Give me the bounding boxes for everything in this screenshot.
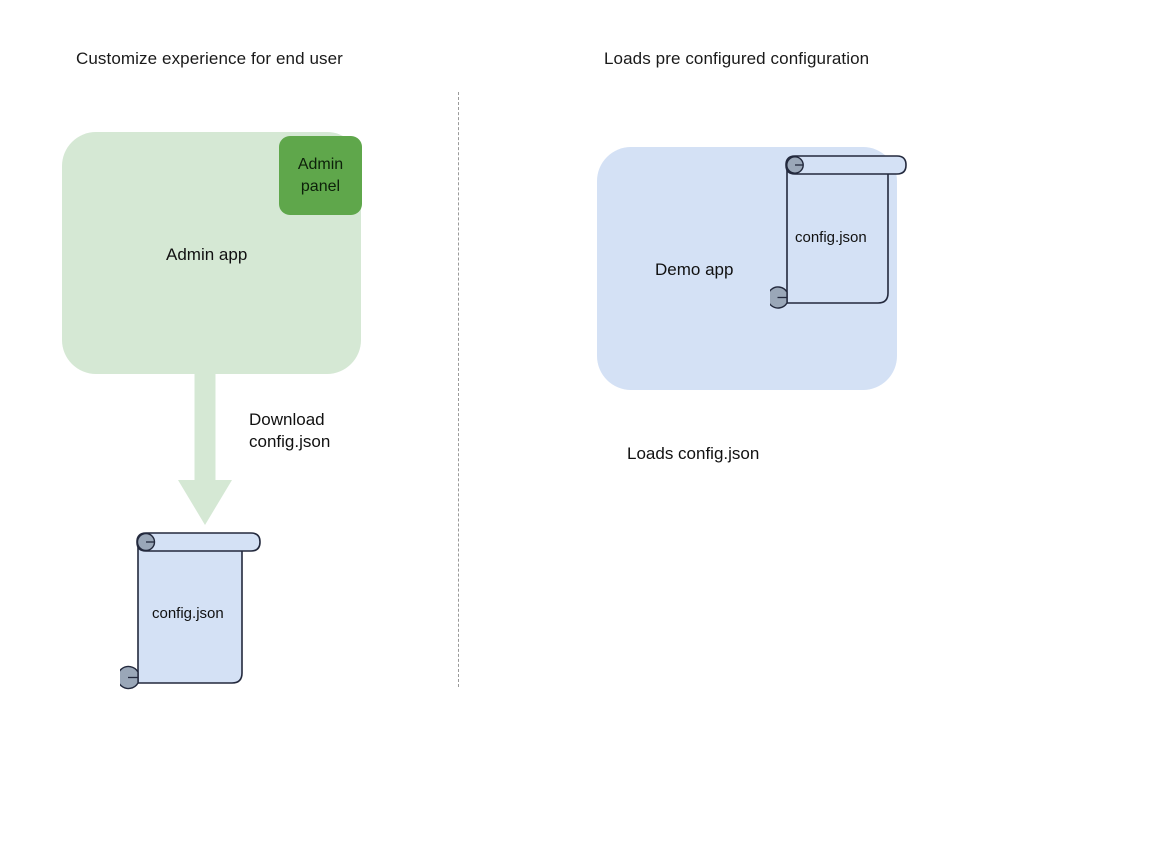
admin-app-label: Admin app (166, 245, 248, 264)
download-arrow-label: Download config.json (249, 409, 330, 453)
admin-panel-label-line1: Admin (297, 155, 344, 173)
config-json-document-right[interactable] (770, 152, 915, 310)
download-arrow-icon (178, 372, 232, 525)
vertical-dashed-divider (458, 92, 459, 687)
left-panel-heading: Customize experience for end user (76, 49, 343, 68)
right-panel-heading: Loads pre configured configuration (604, 49, 870, 68)
admin-panel-block[interactable]: Admin panel (279, 136, 362, 215)
admin-panel-label-line2: panel (300, 177, 341, 195)
download-arrow-label-line2: config.json (249, 432, 331, 451)
demo-app-label: Demo app (655, 260, 734, 279)
loads-config-caption: Loads config.json (627, 444, 760, 463)
download-arrow-label-line1: Download (249, 410, 325, 429)
config-json-document-left[interactable] (120, 528, 270, 690)
